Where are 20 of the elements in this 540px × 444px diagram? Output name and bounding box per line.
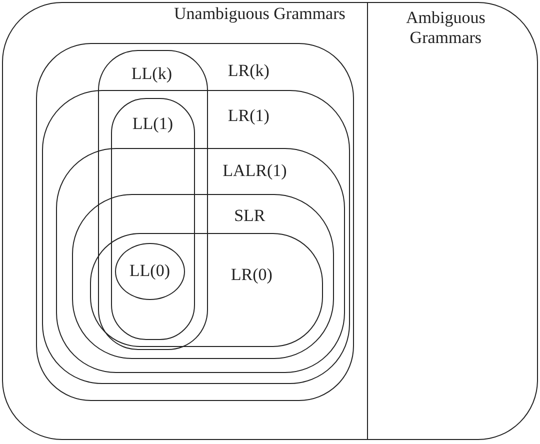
set-label: LL(0)	[129, 260, 170, 281]
set-label: SLR	[234, 206, 266, 226]
set-label: LR(k)	[228, 60, 270, 81]
ambiguous-region	[368, 2, 538, 440]
set-label: LALR(1)	[222, 160, 287, 181]
set-label: LL(k)	[131, 64, 172, 84]
set-label: LR(0)	[230, 264, 272, 285]
set-outline	[111, 98, 195, 340]
set-outline	[98, 50, 208, 350]
set-outline	[56, 148, 345, 373]
set-label: Ambiguous Grammars	[405, 8, 486, 48]
set-ellipse	[115, 243, 185, 300]
set-outline	[42, 90, 350, 384]
set-label: LL(1)	[132, 114, 173, 134]
set-label: LR(1)	[228, 106, 270, 126]
set-outline	[72, 194, 334, 359]
set-label: Unambiguous Grammars	[174, 4, 346, 24]
set-outline	[90, 233, 323, 347]
set-outline	[36, 43, 354, 401]
unambiguous-region	[2, 2, 368, 440]
